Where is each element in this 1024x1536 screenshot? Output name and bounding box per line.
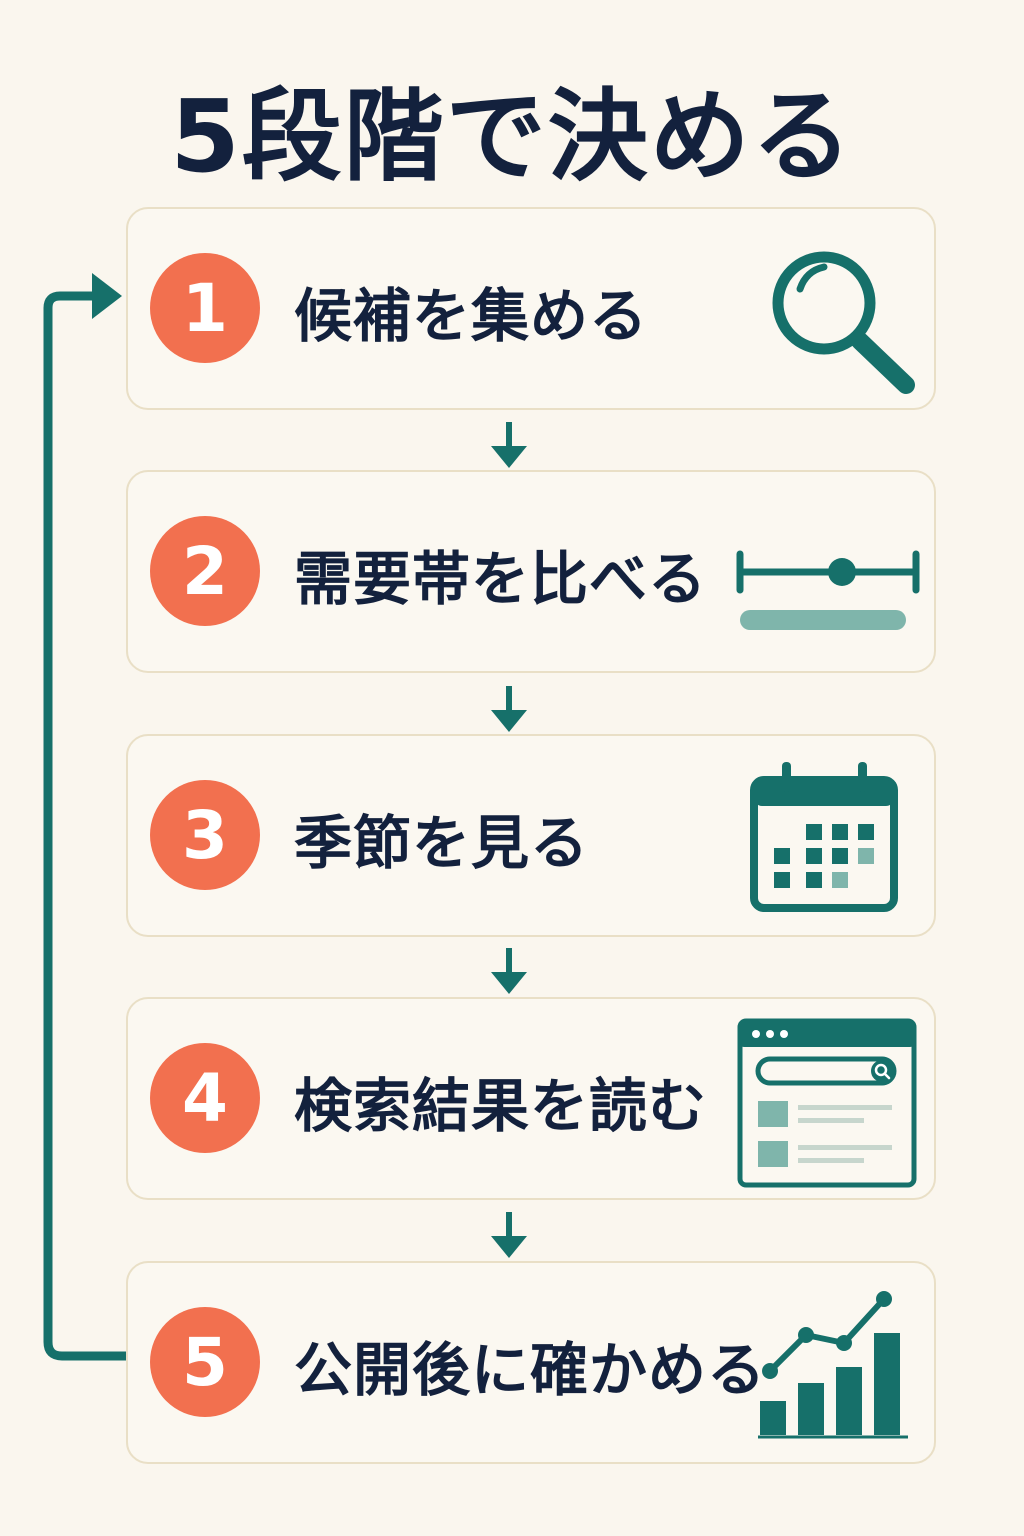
down-arrow-icon — [491, 422, 527, 468]
step-card-3: 3 季節を見る — [126, 734, 936, 937]
step-card-5: 5 公開後に確かめる — [126, 1261, 936, 1464]
step-number-badge: 3 — [150, 780, 260, 890]
step-label: 公開後に確かめる — [294, 1335, 767, 1404]
page-title: 5段階で決める — [170, 78, 854, 195]
range-slider-icon — [736, 550, 920, 630]
step-number-badge: 4 — [150, 1043, 260, 1153]
step-card-1: 1 候補を集める — [126, 207, 936, 410]
calendar-icon — [750, 762, 898, 912]
step-number-badge: 5 — [150, 1307, 260, 1417]
growth-chart-icon — [758, 1291, 908, 1439]
step-card-2: 2 需要帯を比べる — [126, 470, 936, 673]
down-arrow-icon — [491, 1212, 527, 1258]
magnifier-icon — [772, 251, 915, 394]
step-number-badge: 2 — [150, 516, 260, 626]
step-label: 需要帯を比べる — [294, 544, 708, 613]
down-arrow-icon — [491, 948, 527, 994]
step-card-4: 4 検索結果を読む — [126, 997, 936, 1200]
step-label: 検索結果を読む — [294, 1071, 708, 1140]
step-label: 季節を見る — [294, 808, 590, 877]
search-results-icon — [737, 1018, 917, 1188]
step-number-badge: 1 — [150, 253, 260, 363]
down-arrow-icon — [491, 686, 527, 732]
step-label: 候補を集める — [294, 281, 649, 350]
